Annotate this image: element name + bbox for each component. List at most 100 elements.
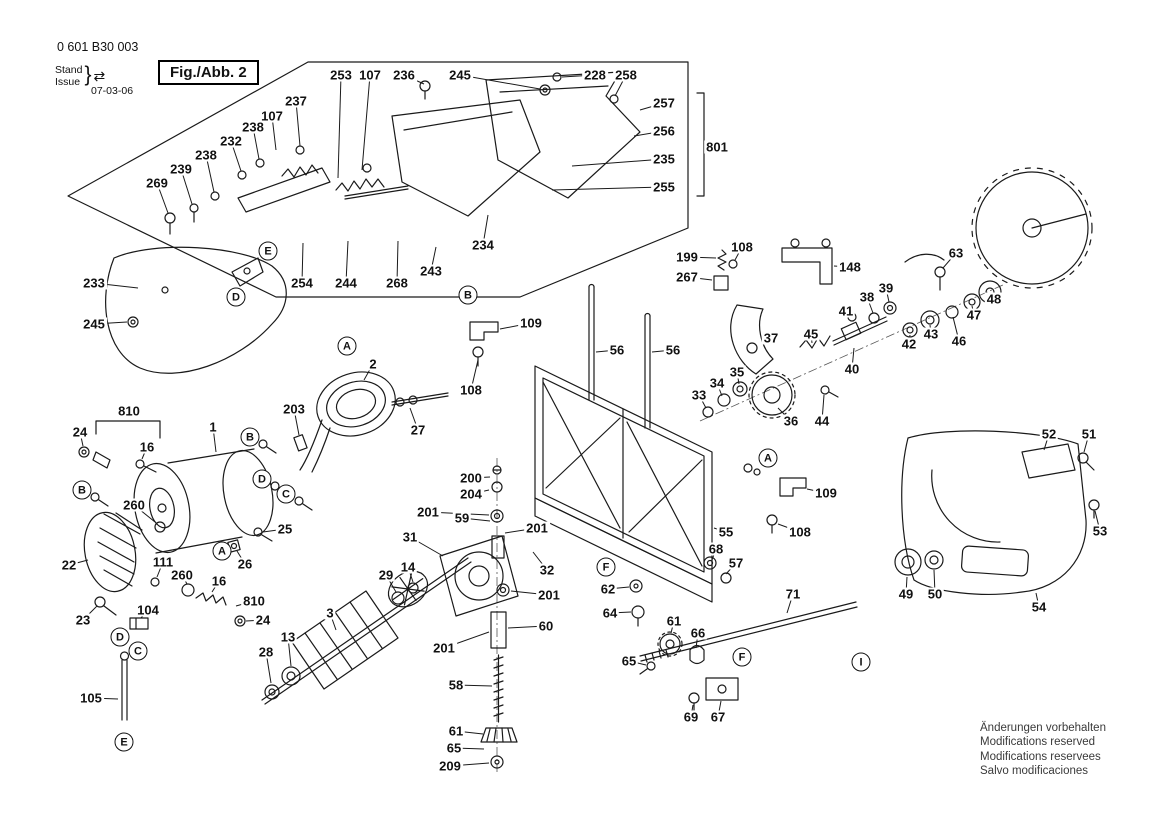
part-callout-38: 38	[857, 289, 877, 305]
motor-end-cap	[83, 511, 143, 593]
assembly-marker-C: C	[276, 484, 296, 504]
part-callout-3: 3	[324, 605, 336, 621]
part-callout-201: 201	[524, 520, 550, 536]
saw-blade	[971, 167, 1093, 289]
part-callout-810: 810	[116, 403, 142, 419]
part-callout-45: 45	[801, 326, 821, 342]
brace-glyph: }	[84, 63, 92, 87]
part-callout-109: 109	[813, 485, 839, 501]
part-callout-267: 267	[674, 269, 700, 285]
part-callout-27: 27	[408, 422, 428, 438]
part-callout-107: 107	[259, 108, 285, 124]
part-callout-33: 33	[689, 387, 709, 403]
right-guard	[894, 430, 1100, 595]
part-callout-268: 268	[384, 275, 410, 291]
part-callout-244: 244	[333, 275, 359, 291]
armature	[261, 557, 472, 705]
part-callout-234: 234	[470, 237, 496, 253]
part-callout-238: 238	[193, 147, 219, 163]
leader-lines	[68, 74, 1101, 767]
bracket-810-top	[95, 420, 161, 439]
part-callout-31: 31	[400, 529, 420, 545]
part-callout-43: 43	[921, 326, 941, 342]
part-callout-107: 107	[357, 67, 383, 83]
part-callout-245: 245	[447, 67, 473, 83]
part-callout-57: 57	[726, 555, 746, 571]
part-callout-232: 232	[218, 133, 244, 149]
bracket-148	[781, 238, 833, 285]
assembly-marker-E: E	[114, 732, 134, 752]
part-callout-60: 60	[536, 618, 556, 634]
assembly-marker-E: E	[258, 241, 278, 261]
part-callout-56: 56	[607, 342, 627, 358]
part-callout-148: 148	[837, 259, 863, 275]
part-callout-200: 200	[458, 470, 484, 486]
part-callout-69: 69	[681, 709, 701, 725]
part-callout-105: 105	[78, 690, 104, 706]
part-callout-239: 239	[168, 161, 194, 177]
assembly-marker-B: B	[72, 480, 92, 500]
part-callout-201: 201	[431, 640, 457, 656]
upper-guard-enclosure	[67, 61, 689, 298]
assembly-marker-F: F	[596, 557, 616, 577]
assembly-marker-A: A	[337, 336, 357, 356]
part-callout-24: 24	[70, 424, 90, 440]
part-callout-2: 2	[367, 356, 379, 372]
part-callout-62: 62	[598, 581, 618, 597]
swap-arrows-icon: ⇄	[93, 67, 105, 84]
part-callout-68: 68	[706, 541, 726, 557]
stator-winding	[293, 371, 396, 473]
lower-guard	[105, 246, 287, 374]
part-callout-56: 56	[663, 342, 683, 358]
part-callout-47: 47	[964, 307, 984, 323]
part-callout-24: 24	[253, 612, 273, 628]
part-callout-52: 52	[1039, 426, 1059, 442]
stand-label: Stand	[55, 64, 83, 76]
assembly-marker-B: B	[240, 427, 260, 447]
motor-housing	[133, 448, 274, 554]
part-callout-37: 37	[761, 330, 781, 346]
part-callout-65: 65	[619, 653, 639, 669]
footer-line-es: Salvo modificaciones	[980, 765, 1089, 778]
part-callout-49: 49	[896, 586, 916, 602]
blade-guard-halves	[391, 71, 641, 217]
assembly-marker-F: F	[732, 647, 752, 667]
part-callout-64: 64	[600, 605, 620, 621]
part-callout-22: 22	[59, 557, 79, 573]
assembly-marker-A: A	[212, 541, 232, 561]
part-callout-269: 269	[144, 175, 170, 191]
issue-label: Issue	[55, 76, 81, 89]
part-callout-53: 53	[1090, 523, 1110, 539]
guard-lever-and-springs	[164, 145, 409, 287]
part-callout-42: 42	[899, 336, 919, 352]
part-callout-13: 13	[278, 629, 298, 645]
part-callout-32: 32	[537, 562, 557, 578]
issue-stamp: Stand Issue } ⇄ 07-03-06	[55, 63, 133, 97]
axis-lines	[496, 283, 1006, 772]
bottom-fasteners	[629, 579, 739, 711]
part-callout-39: 39	[876, 280, 896, 296]
part-callout-26: 26	[235, 556, 255, 572]
bracket-109-upper	[469, 321, 499, 367]
part-callout-14: 14	[398, 559, 418, 575]
part-callout-59: 59	[452, 510, 472, 526]
part-callout-23: 23	[73, 612, 93, 628]
part-callout-50: 50	[925, 586, 945, 602]
assembly-marker-D: D	[110, 627, 130, 647]
footer-line-en: Modifications reserved	[980, 736, 1096, 749]
part-callout-61: 61	[664, 613, 684, 629]
table-frame	[534, 365, 732, 603]
part-callout-55: 55	[716, 524, 736, 540]
part-callout-108: 108	[787, 524, 813, 540]
part-callout-25: 25	[275, 521, 295, 537]
assembly-marker-B: B	[458, 285, 478, 305]
stud-27	[391, 392, 449, 407]
part-callout-260: 260	[169, 567, 195, 583]
assembly-marker-C: C	[128, 641, 148, 661]
part-callout-29: 29	[376, 567, 396, 583]
assembly-marker-D: D	[252, 469, 272, 489]
assembly-marker-D: D	[226, 287, 246, 307]
part-callout-108: 108	[458, 382, 484, 398]
